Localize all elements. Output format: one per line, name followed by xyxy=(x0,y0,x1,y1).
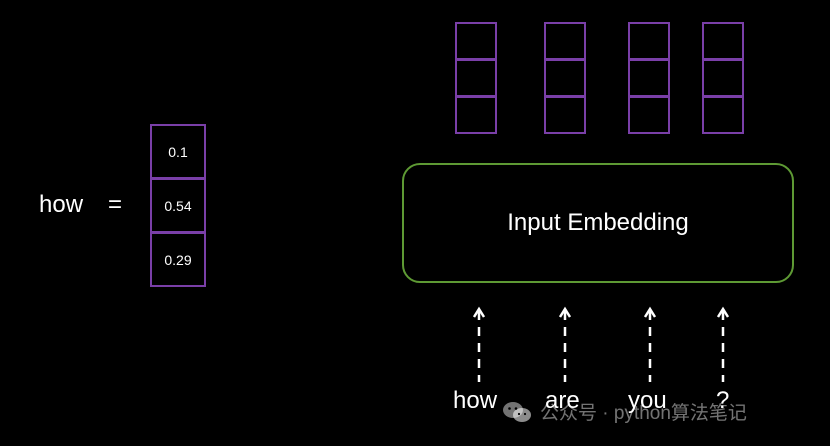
input-token: are xyxy=(545,387,580,414)
dashed-arrow-up-icon xyxy=(472,306,486,382)
word-vector: 0.1 0.54 0.29 xyxy=(150,124,206,287)
embedding-cell xyxy=(455,22,497,60)
embedding-cell xyxy=(702,96,744,134)
wechat-icon xyxy=(503,401,531,422)
watermark: 公众号 · python算法笔记 xyxy=(502,398,747,425)
embedding-cell xyxy=(544,22,586,60)
embedding-cell xyxy=(628,22,670,60)
dashed-arrow-up-icon xyxy=(643,306,657,382)
input-token: how xyxy=(453,387,498,414)
embedding-vector-how xyxy=(455,22,497,134)
input-token: you xyxy=(628,387,667,414)
embedding-cell xyxy=(544,59,586,97)
embedding-cell xyxy=(628,59,670,97)
vector-cell: 0.29 xyxy=(150,232,206,287)
equals-sign: = xyxy=(108,191,123,218)
input-embedding-label: Input Embedding xyxy=(507,209,689,236)
left-word: how xyxy=(39,191,84,218)
vector-cell: 0.1 xyxy=(150,124,206,179)
input-embedding-box: Input Embedding xyxy=(402,163,794,283)
dashed-arrow-up-icon xyxy=(558,306,572,382)
embedding-vector-are xyxy=(544,22,586,134)
input-token: ? xyxy=(716,387,730,414)
embedding-cell xyxy=(628,96,670,134)
embedding-cell xyxy=(702,22,744,60)
embedding-cell xyxy=(455,96,497,134)
vector-cell: 0.54 xyxy=(150,178,206,233)
embedding-vector-you xyxy=(628,22,670,134)
embedding-cell xyxy=(455,59,497,97)
embedding-vector-question xyxy=(702,22,744,134)
watermark-text: 公众号 · python算法笔记 xyxy=(540,403,747,424)
dashed-arrow-up-icon xyxy=(716,306,730,382)
embedding-cell xyxy=(544,96,586,134)
embedding-cell xyxy=(702,59,744,97)
